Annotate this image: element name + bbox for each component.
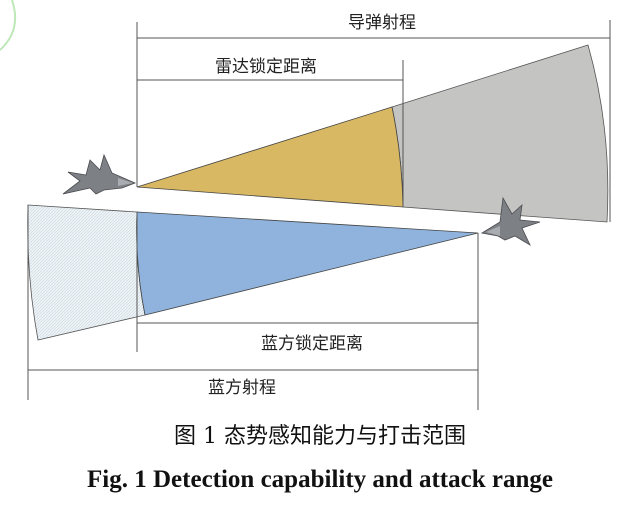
dimension-lines bbox=[27, 20, 611, 410]
missile-range-zone bbox=[391, 44, 609, 223]
figure-caption-chinese: 图 1 态势感知能力与打击范围 bbox=[174, 424, 466, 449]
missile-range-label: 导弹射程 bbox=[348, 13, 416, 33]
blue-range-zone bbox=[27, 204, 146, 341]
blue-fighter-jet-icon bbox=[480, 196, 541, 247]
red-fighter-jet-icon bbox=[62, 153, 137, 195]
radar-lock-zone bbox=[136, 106, 404, 208]
radar-lock-range-label: 雷达锁定距离 bbox=[215, 57, 317, 77]
blue-lock-zone bbox=[136, 211, 479, 316]
corner-decoration bbox=[0, 0, 16, 51]
blue-lock-range-label: 蓝方锁定距离 bbox=[261, 334, 363, 354]
figure-caption-english: Fig. 1 Detection capability and attack r… bbox=[87, 466, 553, 493]
blue-range-label: 蓝方射程 bbox=[208, 378, 276, 398]
